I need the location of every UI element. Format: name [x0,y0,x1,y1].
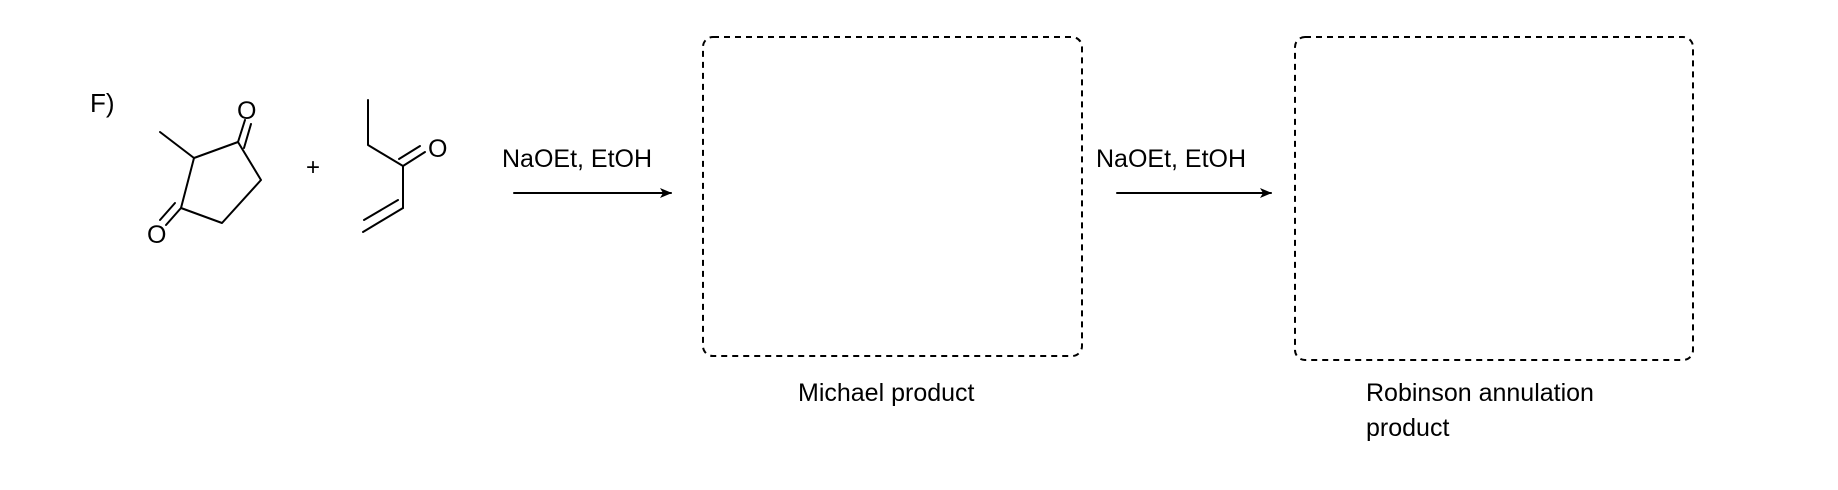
michael-product-box [702,36,1083,357]
carbonyl-bond-bottom [165,207,182,226]
robinson-product-caption-line-2: product [1366,414,1449,442]
ring-bonds [180,141,262,224]
step-2-reagents: NaOEt, EtOH [1096,145,1246,173]
vinyl-double-bond-inner [363,199,399,221]
reactant-2-methylcyclopentane-1-3-dione: O O [147,97,262,249]
robinson-product-box [1294,36,1694,361]
step-1-reagents: NaOEt, EtOH [502,145,652,173]
carbonyl-bond-top-double [243,123,252,149]
ethyl-chain-bonds [367,99,404,167]
michael-product-caption: Michael product [798,379,975,407]
oxygen-label-bottom: O [147,221,166,249]
plus-sign: + [306,154,320,181]
oxygen-label: O [428,135,447,163]
vinyl-double-bond [362,207,404,233]
carbonyl-bond-bottom-double [159,202,176,221]
methyl-bond [159,131,195,159]
reactant-pent-1-en-3-one: O [362,99,447,233]
robinson-product-caption-line-1: Robinson annulation [1366,379,1594,407]
problem-label: F) [90,88,115,118]
carbonyl-bond-double [398,145,421,160]
carbonyl-bond [402,151,426,167]
oxygen-label-top: O [237,97,256,125]
carbonyl-bond-top [237,119,246,143]
